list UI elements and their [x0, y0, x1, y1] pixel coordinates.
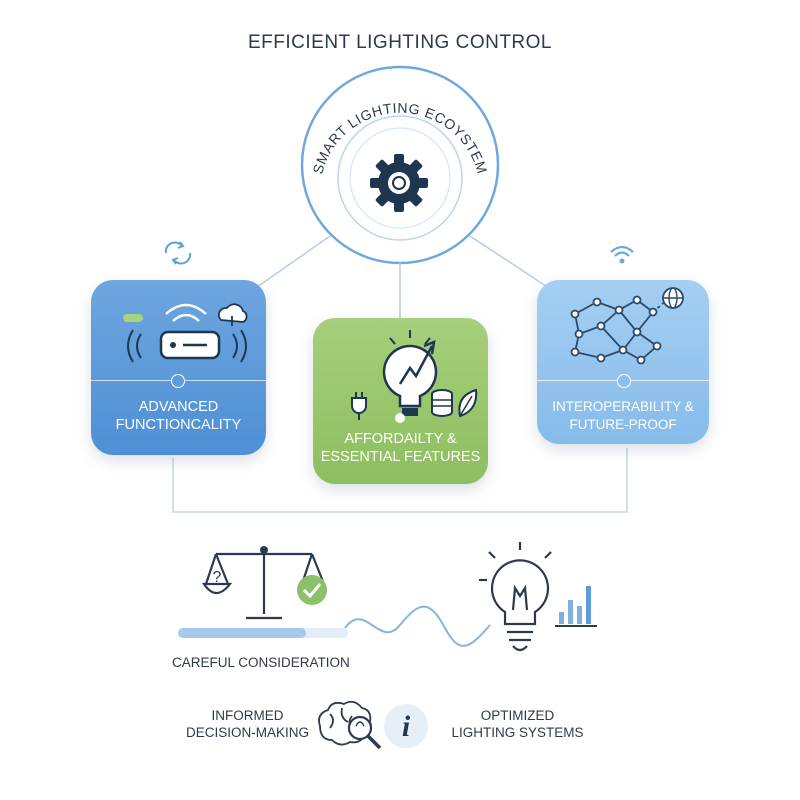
card-advanced-label: ADVANCED FUNCTIONCALITY [91, 398, 266, 434]
card-node [617, 374, 631, 388]
informed-line2: DECISION-MAKING [185, 725, 309, 740]
optimized-line2: LIGHTING SYSTEMS [451, 725, 584, 740]
wifi-icon [610, 245, 634, 264]
question-mark: ? [213, 569, 222, 586]
magnifier-icon [347, 715, 382, 750]
bar-chart-icon [555, 586, 597, 627]
optimized-line1: OPTIMIZED [480, 708, 555, 723]
wave-line [344, 605, 491, 647]
card-interoperability-line2: FUTURE-PROOF [569, 417, 677, 432]
card-advanced-functionality[interactable]: ADVANCED FUNCTIONCALITY [91, 280, 266, 455]
careful-consideration-label: CAREFUL CONSIDERATION [172, 655, 350, 670]
gear-icon [370, 154, 428, 212]
connector-bottom-frame [172, 448, 628, 513]
hub-ring-2 [349, 127, 451, 229]
informed-decision-label: INFORMED DECISION-MAKING [180, 707, 315, 741]
check-circle-icon [297, 575, 327, 605]
page-title: EFFICIENT LIGHTING CONTROL [247, 32, 552, 53]
bulb-growth-icon [351, 330, 478, 420]
hub-ring-1 [337, 115, 463, 241]
card-affordability-line2: ESSENTIAL FEATURES [320, 449, 481, 465]
informed-line1: INFORMED [211, 708, 284, 723]
lightbulb-icon [479, 542, 597, 652]
decision-icons: i [318, 700, 428, 750]
card-interoperability-line1: INTEROPERABILITY & [552, 399, 694, 414]
card-affordability-label: AFFORDAILTY & ESSENTIAL FEATURES [313, 430, 488, 466]
card-interoperability-label: INTEROPERABILITY & FUTURE-PROOF [537, 398, 709, 434]
connector-hub-right [469, 235, 556, 293]
info-glyph: i [402, 710, 411, 743]
card-node [171, 374, 185, 388]
card-node [395, 413, 405, 423]
info-icon [384, 704, 428, 748]
card-affordability-line1: AFFORDAILTY & [344, 431, 457, 447]
optimized-systems-label: OPTIMIZED LIGHTING SYSTEMS [445, 707, 590, 741]
card-affordability[interactable]: AFFORDAILTY & ESSENTIAL FEATURES [313, 318, 488, 484]
consideration-bar-fill [178, 628, 306, 638]
svg-text:SMART LIGHTING ECOYSTEM: SMART LIGHTING ECOYSTEM [309, 100, 490, 176]
card-advanced-line2: FUNCTIONCALITY [115, 417, 242, 433]
connector-hub-left [249, 235, 331, 293]
card-interoperability[interactable]: INTEROPERABILITY & FUTURE-PROOF [537, 280, 709, 444]
hub-label-text: SMART LIGHTING ECOYSTEM [309, 100, 490, 176]
router-icon [123, 303, 248, 363]
card-advanced-line1: ADVANCED [138, 399, 219, 415]
network-icon [570, 287, 684, 365]
sync-icon [164, 241, 192, 265]
balance-scale-icon: ? [201, 546, 327, 620]
